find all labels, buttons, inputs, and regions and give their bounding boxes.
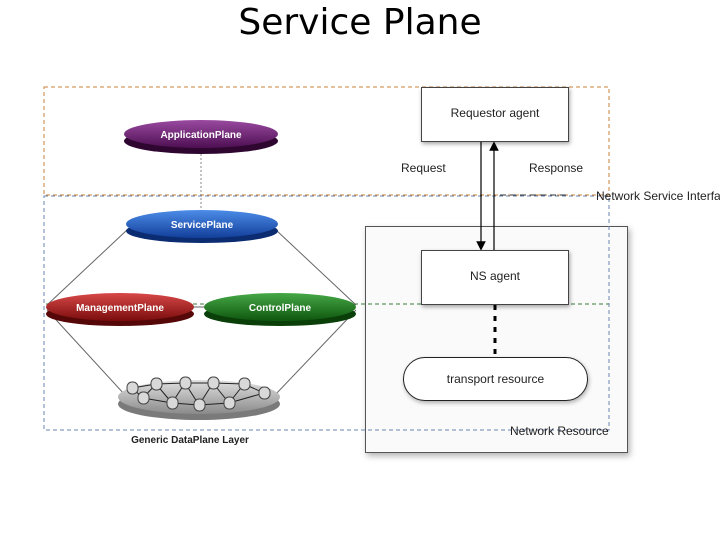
slide-title: Service Plane	[238, 2, 482, 43]
dataplane-node	[238, 377, 251, 391]
dataplane-label: Generic DataPlane Layer	[131, 435, 249, 446]
ns-agent-label: NS agent	[469, 269, 521, 283]
dataplane-node	[179, 376, 192, 390]
request-label: Request	[401, 161, 446, 175]
application-plane	[124, 120, 278, 148]
response-label: Response	[529, 161, 584, 175]
requestor-agent-label: Requestor agent	[450, 106, 540, 120]
resource-region-border	[43, 195, 610, 431]
dataplane-node	[193, 398, 206, 412]
service-plane	[126, 210, 278, 238]
management-plane	[46, 293, 194, 321]
control-plane-label: ControlPlane	[249, 303, 312, 314]
control-plane	[204, 293, 356, 321]
dataplane-node	[137, 391, 150, 405]
dataplane-node	[207, 376, 220, 390]
requestor-agent-box	[421, 87, 569, 142]
hex-line	[46, 229, 128, 306]
dataplane-node	[223, 396, 236, 410]
transport-resource-pill	[403, 357, 588, 401]
hex-line	[275, 229, 357, 306]
dataplane-nodes	[126, 376, 271, 412]
ns-agent-box	[421, 250, 569, 305]
dataplane-node	[166, 396, 179, 410]
hex-line	[46, 309, 126, 396]
application-plane-label: ApplicationPlane	[160, 130, 242, 141]
service-plane-label: ServicePlane	[171, 220, 234, 231]
dataplane-node	[150, 377, 163, 391]
network-service-interface-label: Network Service Interface	[596, 189, 720, 203]
management-plane-label: ManagementPlane	[76, 303, 164, 314]
hex-line	[274, 309, 357, 396]
dataplane-node	[126, 381, 139, 395]
network-resource-label: Network Resource	[510, 424, 609, 438]
transport-resource-label: transport resource	[446, 372, 545, 386]
application-region-border	[43, 86, 610, 196]
dataplane-node	[258, 386, 271, 400]
